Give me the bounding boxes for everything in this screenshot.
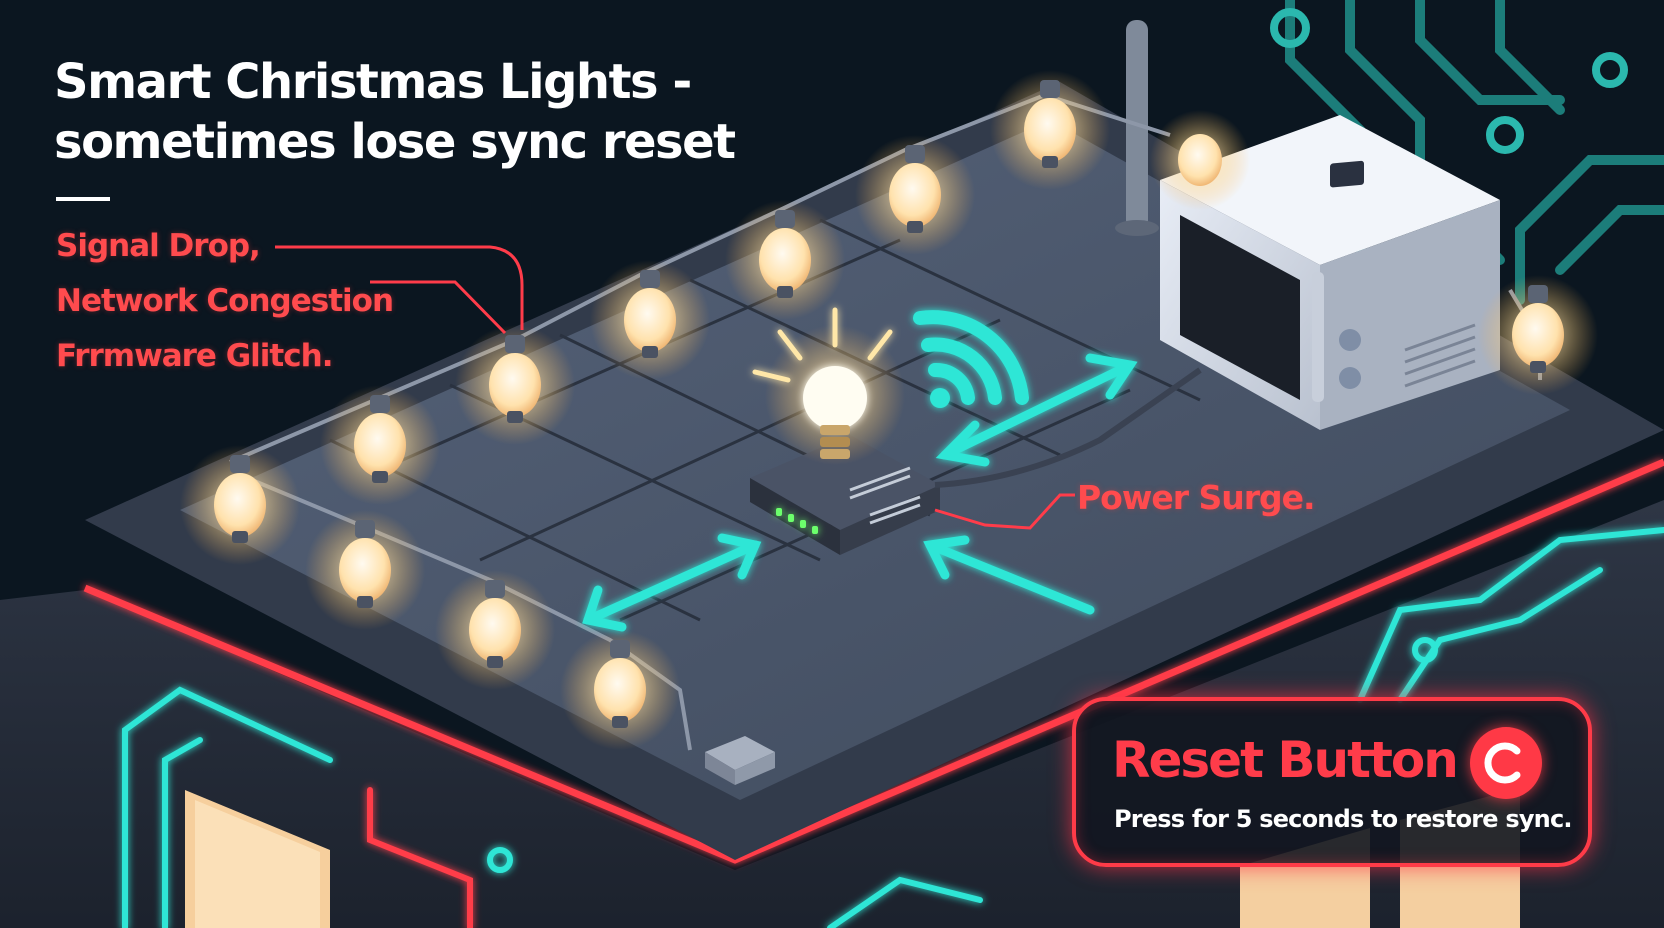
smart-bulb [752, 307, 905, 465]
wall-neon-traces [122, 527, 1664, 928]
christmas-light-bulbs [180, 70, 1598, 750]
reset-icon[interactable] [1470, 727, 1542, 799]
roof-junction-box [705, 736, 775, 785]
page-title: Smart Christmas Lights - sometimes lose … [54, 52, 754, 172]
cause-firmware-glitch: Frrmware Glitch. [56, 338, 333, 374]
smart-hub [750, 435, 940, 555]
circuit-nodes [1270, 8, 1628, 154]
reset-button-callout: Reset Button Press for 5 seconds to rest… [1072, 697, 1592, 867]
cause-network-congestion: Network Congestion [56, 283, 394, 319]
sync-arrows [582, 353, 1138, 632]
reset-title: Reset Button [1112, 731, 1459, 789]
power-cable [934, 367, 1202, 488]
cause-signal-drop: Signal Drop, [56, 228, 261, 264]
title-line-1: Smart Christmas Lights - [54, 54, 692, 110]
cause-power-surge: Power Surge. [1077, 478, 1316, 517]
title-line-2: sometimes lose sync reset [54, 114, 736, 170]
reset-description: Press for 5 seconds to restore sync. [1114, 805, 1573, 833]
wifi-signal-icon [913, 310, 1029, 408]
callout-leader-lines [275, 245, 1075, 530]
title-divider [56, 197, 110, 201]
